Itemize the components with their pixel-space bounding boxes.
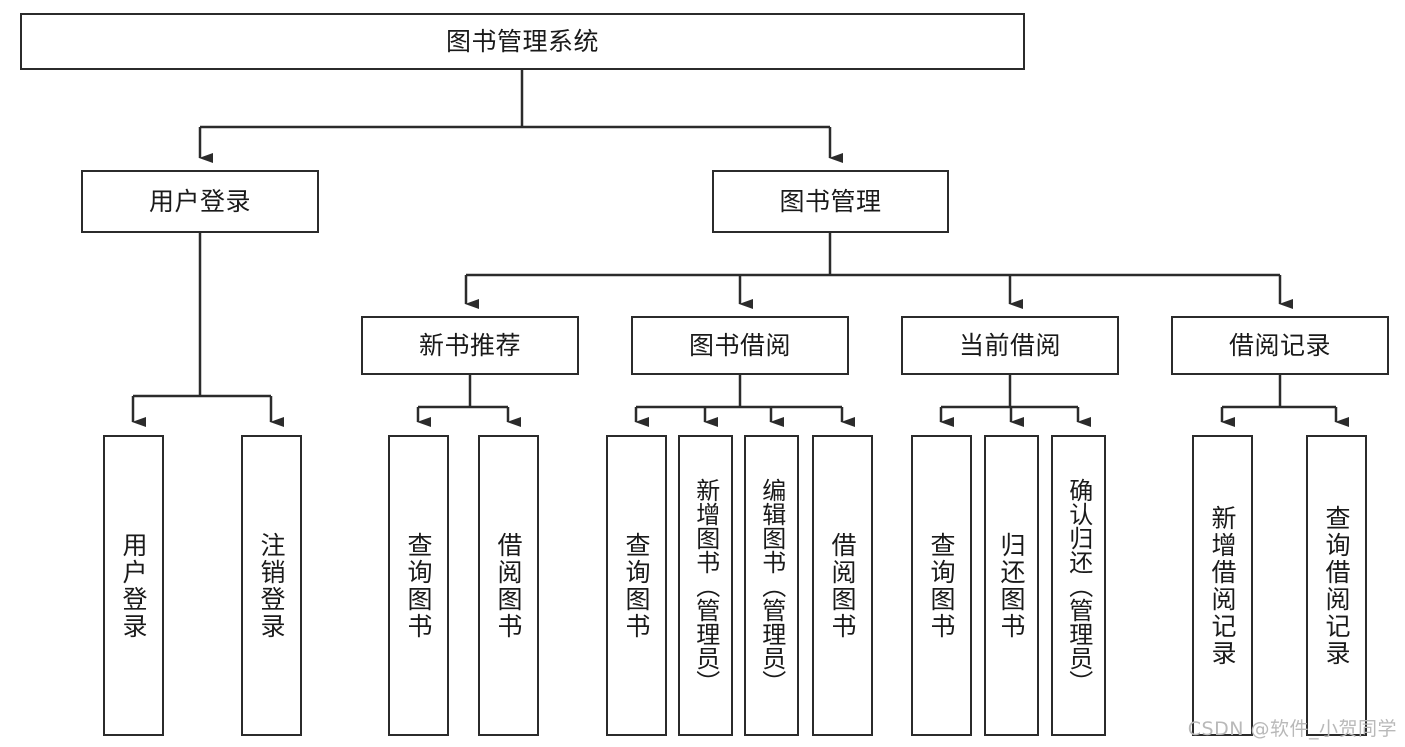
node-book-borrow[interactable]: 图书借阅 xyxy=(631,316,849,375)
node-book-manage[interactable]: 图书管理 xyxy=(712,170,949,233)
leaf-add-book[interactable]: 新增图书（管理员） xyxy=(678,435,733,736)
leaf-return-book[interactable]: 归还图书 xyxy=(984,435,1039,736)
leaf-confirm-return-label: 确认归还（管理员） xyxy=(1064,477,1093,694)
leaf-query-book-borrow[interactable]: 查询图书 xyxy=(606,435,667,736)
leaf-borrow-book-borrow[interactable]: 借阅图书 xyxy=(812,435,873,736)
leaf-add-record-label: 新增借阅记录 xyxy=(1208,504,1237,667)
node-new-book-rec[interactable]: 新书推荐 xyxy=(361,316,579,375)
leaf-edit-book[interactable]: 编辑图书（管理员） xyxy=(744,435,799,736)
leaf-user-login[interactable]: 用户登录 xyxy=(103,435,164,736)
leaf-logout[interactable]: 注销登录 xyxy=(241,435,302,736)
node-root-label: 图书管理系统 xyxy=(445,27,599,56)
node-user-login[interactable]: 用户登录 xyxy=(81,170,319,233)
leaf-query-book-current-label: 查询图书 xyxy=(927,531,956,640)
node-borrow-record[interactable]: 借阅记录 xyxy=(1171,316,1389,375)
leaf-user-login-label: 用户登录 xyxy=(119,531,148,640)
leaf-borrow-book-borrow-label: 借阅图书 xyxy=(828,531,857,640)
node-root[interactable]: 图书管理系统 xyxy=(20,13,1025,70)
leaf-add-record[interactable]: 新增借阅记录 xyxy=(1192,435,1253,736)
csdn-watermark: CSDN @软件_小贺同学 xyxy=(1187,718,1397,740)
leaf-query-book-current[interactable]: 查询图书 xyxy=(911,435,972,736)
node-current-borrow-label: 当前借阅 xyxy=(958,331,1061,360)
node-book-borrow-label: 图书借阅 xyxy=(688,331,791,360)
leaf-add-book-label: 新增图书（管理员） xyxy=(691,477,720,694)
leaf-edit-book-label: 编辑图书（管理员） xyxy=(757,477,786,694)
leaf-query-book-rec-label: 查询图书 xyxy=(404,531,433,640)
node-book-manage-label: 图书管理 xyxy=(779,187,882,216)
node-new-book-rec-label: 新书推荐 xyxy=(418,331,521,360)
node-user-login-label: 用户登录 xyxy=(148,187,251,216)
leaf-logout-label: 注销登录 xyxy=(257,531,286,640)
leaf-confirm-return[interactable]: 确认归还（管理员） xyxy=(1051,435,1106,736)
node-current-borrow[interactable]: 当前借阅 xyxy=(901,316,1119,375)
leaf-query-record[interactable]: 查询借阅记录 xyxy=(1306,435,1367,736)
leaf-query-book-borrow-label: 查询图书 xyxy=(622,531,651,640)
leaf-return-book-label: 归还图书 xyxy=(997,531,1026,640)
node-borrow-record-label: 借阅记录 xyxy=(1228,331,1331,360)
leaf-query-book-rec[interactable]: 查询图书 xyxy=(388,435,449,736)
leaf-borrow-book-rec[interactable]: 借阅图书 xyxy=(478,435,539,736)
leaf-query-record-label: 查询借阅记录 xyxy=(1322,504,1351,667)
leaf-borrow-book-rec-label: 借阅图书 xyxy=(494,531,523,640)
